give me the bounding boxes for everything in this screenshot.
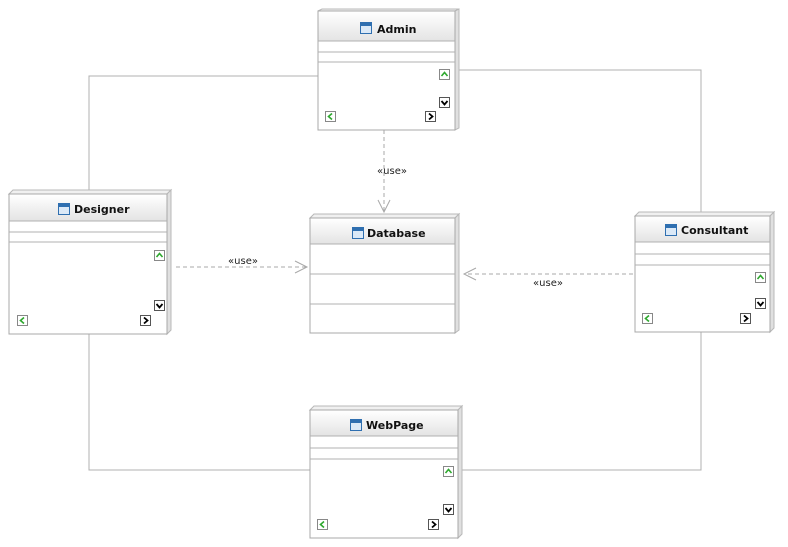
scroll-left-icon[interactable] <box>317 519 328 530</box>
class-icon <box>352 227 364 239</box>
scroll-up-icon[interactable] <box>443 466 454 477</box>
class-node-database[interactable]: Database <box>308 212 461 334</box>
class-node-admin[interactable]: Admin <box>317 8 460 131</box>
scroll-down-icon[interactable] <box>154 300 165 311</box>
class-icon <box>360 22 372 34</box>
class-title-designer: Designer <box>74 203 130 216</box>
class-title-consultant: Consultant <box>681 224 748 237</box>
arrowhead-consultant-database <box>462 267 477 281</box>
association-consultant-webpage <box>462 332 702 471</box>
use-label-admin: «use» <box>377 166 407 177</box>
scroll-right-icon[interactable] <box>740 313 751 324</box>
association-admin-consultant <box>455 69 702 213</box>
scroll-up-icon[interactable] <box>755 272 766 283</box>
use-label-consultant: «use» <box>533 278 563 289</box>
class-icon <box>350 419 362 431</box>
scroll-right-icon[interactable] <box>140 315 151 326</box>
use-label-designer: «use» <box>228 256 258 267</box>
scroll-up-icon[interactable] <box>154 250 165 261</box>
class-node-designer[interactable]: Designer <box>7 188 173 336</box>
scroll-right-icon[interactable] <box>428 519 439 530</box>
scroll-right-icon[interactable] <box>425 111 436 122</box>
scroll-left-icon[interactable] <box>325 111 336 122</box>
class-title-database: Database <box>367 227 426 240</box>
arrowhead-designer-database <box>294 260 309 274</box>
class-icon <box>665 224 677 236</box>
scroll-down-icon[interactable] <box>443 504 454 515</box>
arrowhead-admin-database <box>377 199 391 214</box>
class-icon <box>58 203 70 215</box>
scroll-up-icon[interactable] <box>439 69 450 80</box>
scroll-down-icon[interactable] <box>755 298 766 309</box>
association-designer-admin <box>88 75 318 190</box>
class-title-admin: Admin <box>377 23 416 36</box>
class-title-webpage: WebPage <box>366 419 424 432</box>
scroll-left-icon[interactable] <box>642 313 653 324</box>
class-node-webpage[interactable]: WebPage <box>308 404 464 540</box>
association-designer-webpage <box>88 334 310 471</box>
class-node-consultant[interactable]: Consultant <box>633 210 776 334</box>
scroll-left-icon[interactable] <box>17 315 28 326</box>
scroll-down-icon[interactable] <box>439 97 450 108</box>
